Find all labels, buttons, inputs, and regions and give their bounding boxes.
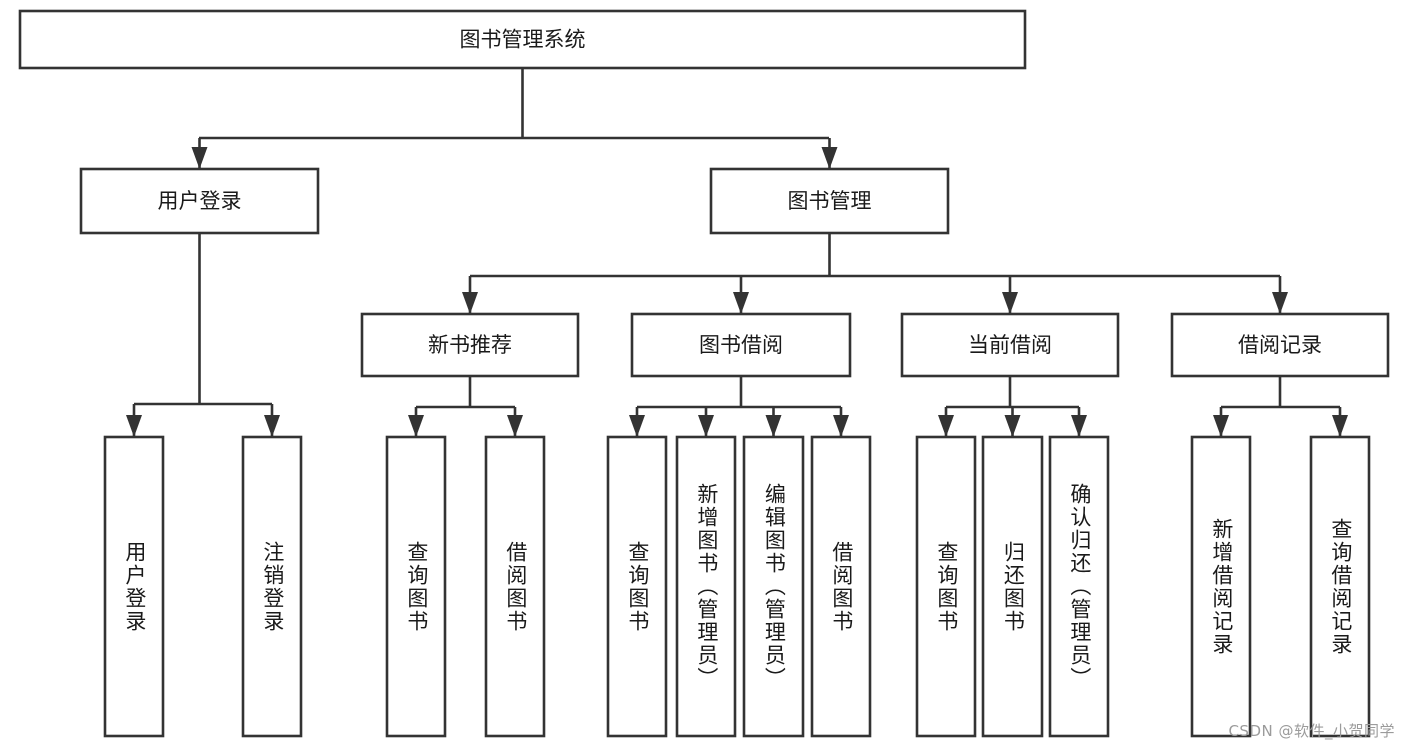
node-box-leaf-user-logout[interactable] <box>241 435 303 738</box>
arrow-head-icon <box>833 415 849 437</box>
node-box-user-login[interactable] <box>79 167 320 235</box>
node-label-borrow-record: 借阅记录 <box>1238 333 1322 357</box>
node-label-current-borrow: 当前借阅 <box>968 333 1052 357</box>
node-label-new-book-rec: 新书推荐 <box>428 333 512 357</box>
node-label-root: 图书管理系统 <box>460 28 586 52</box>
node-box-layer <box>18 9 1390 738</box>
node-box-new-book-rec[interactable] <box>360 312 580 378</box>
arrow-head-icon <box>1213 415 1229 437</box>
arrow-head-icon <box>1004 415 1021 437</box>
arrow-head-icon <box>1332 415 1348 437</box>
node-label-user-login: 用户登录 <box>158 189 242 213</box>
node-box-leaf-rec-query-book[interactable] <box>385 435 447 738</box>
node-box-leaf-record-add[interactable] <box>1190 435 1252 738</box>
node-label-book-manage: 图书管理 <box>788 189 872 213</box>
node-label-book-borrow: 图书借阅 <box>699 333 783 357</box>
arrow-head-icon <box>507 415 523 437</box>
node-box-leaf-borrow-edit-book[interactable] <box>742 435 805 738</box>
node-box-leaf-borrow-borrow-book[interactable] <box>810 435 872 738</box>
arrow-head-icon <box>733 292 749 314</box>
node-box-borrow-record[interactable] <box>1170 312 1390 378</box>
node-box-leaf-rec-borrow-book[interactable] <box>484 435 546 738</box>
node-box-leaf-borrow-add-book[interactable] <box>675 435 737 738</box>
connector-layer <box>126 68 1348 437</box>
node-box-root[interactable] <box>18 9 1027 70</box>
node-box-leaf-user-login[interactable] <box>103 435 165 738</box>
arrow-head-icon <box>698 415 714 437</box>
node-box-leaf-current-query-book[interactable] <box>915 435 977 738</box>
arrow-head-icon <box>408 415 424 437</box>
arrow-head-icon <box>629 415 645 437</box>
arrow-head-icon <box>821 147 838 169</box>
arrow-head-icon <box>191 147 208 169</box>
node-box-current-borrow[interactable] <box>900 312 1120 378</box>
arrow-head-icon <box>938 415 954 437</box>
node-box-leaf-borrow-query-book[interactable] <box>606 435 668 738</box>
node-box-leaf-current-return-book[interactable] <box>981 435 1044 738</box>
node-box-book-borrow[interactable] <box>630 312 852 378</box>
arrow-head-icon <box>462 292 478 314</box>
arrow-head-icon <box>1272 292 1288 314</box>
arrow-head-icon <box>264 415 280 437</box>
arrow-head-icon <box>765 415 782 437</box>
arrow-head-icon <box>126 415 142 437</box>
watermark-text: CSDN @软件_小贺同学 <box>1228 722 1395 740</box>
arrow-head-icon <box>1071 415 1087 437</box>
node-box-leaf-current-confirm-return[interactable] <box>1048 435 1110 738</box>
node-box-leaf-record-query[interactable] <box>1309 435 1371 738</box>
arrow-head-icon <box>1002 292 1018 314</box>
node-box-book-manage[interactable] <box>709 167 950 235</box>
